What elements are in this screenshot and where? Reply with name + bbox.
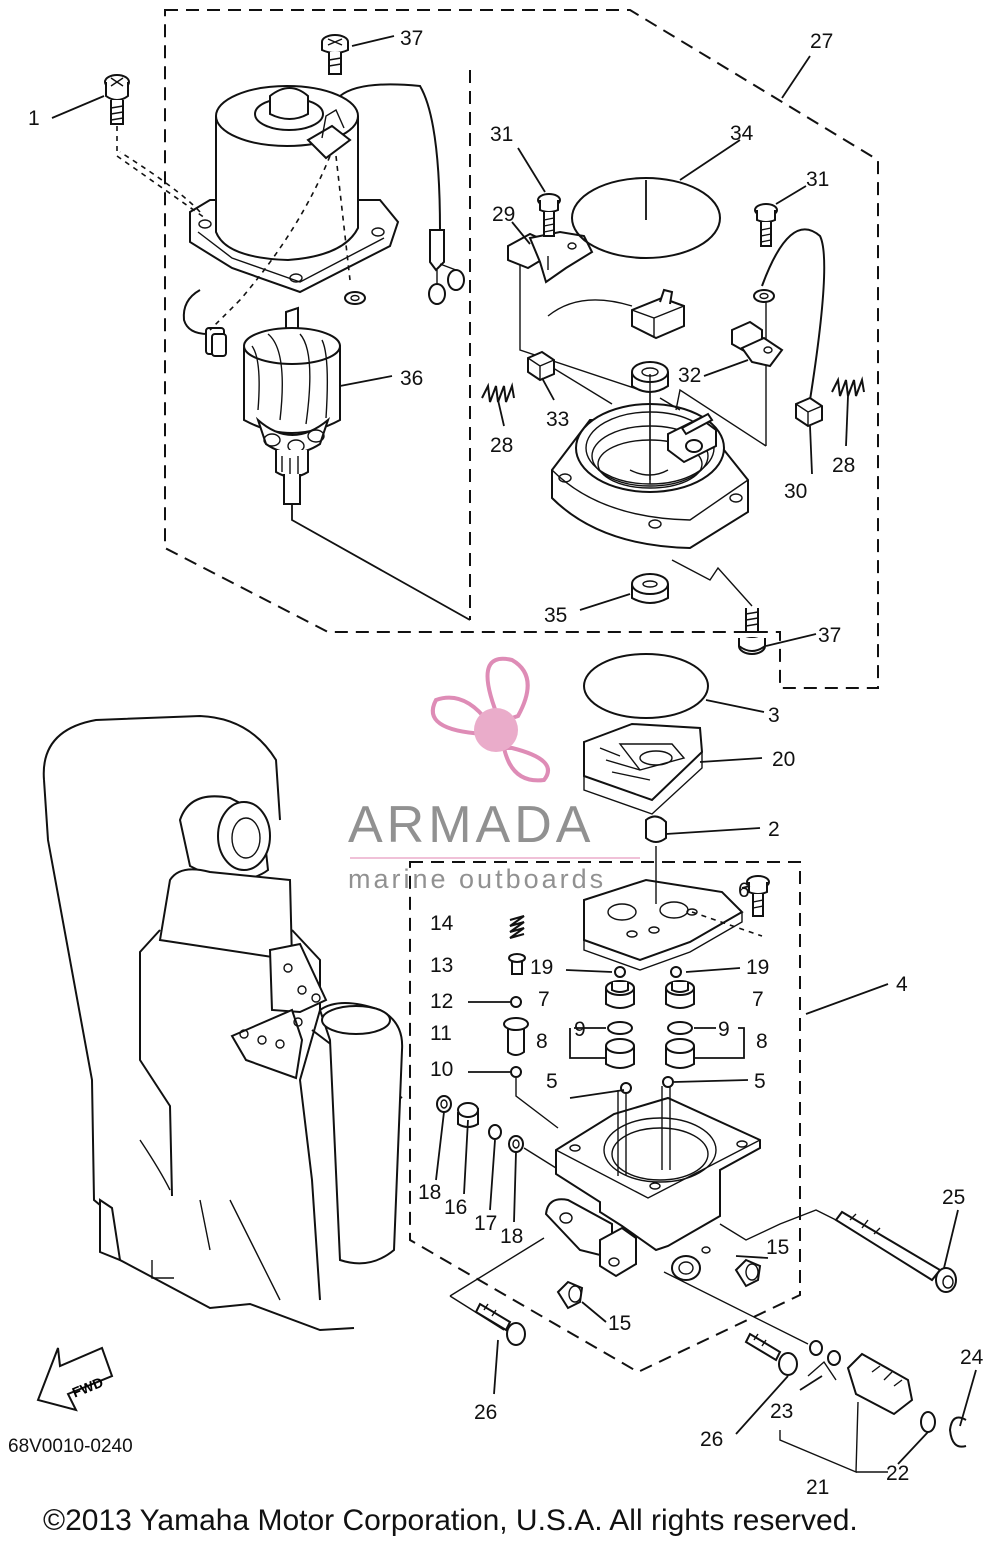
callout-11: 11	[430, 1022, 452, 1045]
callout-30: 30	[784, 480, 807, 503]
callout-26: 26	[700, 1428, 723, 1451]
callout-19: 19	[746, 956, 769, 979]
callout-18: 18	[500, 1225, 523, 1248]
motor-yoke	[119, 83, 465, 357]
callout-16: 16	[444, 1196, 467, 1219]
pump-body	[436, 860, 967, 1474]
diagram-code: 68V0010-0240	[8, 1436, 133, 1457]
armature	[243, 306, 471, 621]
propeller-logo	[430, 656, 550, 783]
callout-12: 12	[430, 990, 453, 1013]
callout-26: 26	[474, 1401, 497, 1424]
brush-holder-assembly	[481, 177, 865, 655]
callout-35: 35	[544, 604, 567, 627]
callout-23: 23	[770, 1400, 793, 1423]
bolt-1	[104, 74, 206, 219]
callout-15: 15	[608, 1312, 631, 1335]
callout-21: 21	[806, 1476, 829, 1499]
callout-9: 9	[718, 1018, 730, 1041]
callout-25: 25	[942, 1186, 965, 1209]
callout-14: 14	[430, 912, 454, 935]
screw-37-top	[321, 34, 349, 75]
callout-28: 28	[490, 434, 513, 457]
callout-1: 1	[28, 107, 40, 130]
callout-20: 20	[772, 748, 795, 771]
callout-2: 2	[768, 818, 780, 841]
pump-group-boundary	[409, 861, 801, 1374]
forward-direction-arrow: FWD	[36, 1346, 114, 1412]
callout-33: 33	[546, 408, 569, 431]
callout-32: 32	[678, 364, 701, 387]
group-boundary-lines	[164, 9, 879, 1374]
callout-36: 36	[400, 367, 423, 390]
armada-watermark: ARMADA marine outboards	[348, 656, 640, 894]
callout-37: 37	[818, 624, 841, 647]
callout-5: 5	[754, 1070, 766, 1093]
callout-6: 6	[738, 879, 750, 902]
watermark-brand: ARMADA	[348, 796, 594, 854]
callout-31: 31	[490, 123, 513, 146]
callout-31: 31	[806, 168, 829, 191]
callout-7: 7	[538, 988, 550, 1011]
callout-24: 24	[960, 1346, 984, 1369]
callout-7: 7	[752, 988, 764, 1011]
callout-28: 28	[832, 454, 855, 477]
callout-5: 5	[546, 1070, 558, 1093]
callout-34: 34	[730, 122, 754, 145]
callout-22: 22	[886, 1462, 909, 1485]
callout-27: 27	[810, 30, 833, 53]
callout-8: 8	[756, 1030, 768, 1053]
callout-9: 9	[574, 1018, 586, 1041]
callout-8: 8	[536, 1030, 548, 1053]
callout-17: 17	[474, 1212, 497, 1235]
copyright-notice: ©2013 Yamaha Motor Corporation, U.S.A. A…	[43, 1504, 858, 1537]
watermark-tagline: marine outboards	[348, 864, 606, 894]
filter-and-seal	[583, 653, 709, 860]
trim-cylinder-assembly	[42, 714, 404, 1332]
callout-3: 3	[768, 704, 780, 727]
callout-10: 10	[430, 1058, 453, 1081]
callout-4: 4	[896, 973, 908, 996]
callout-37: 37	[400, 27, 423, 50]
callout-19: 19	[530, 956, 553, 979]
callout-29: 29	[492, 203, 515, 226]
callout-13: 13	[430, 954, 453, 977]
callout-15: 15	[766, 1236, 789, 1259]
callout-18: 18	[418, 1181, 441, 1204]
callout-leaders	[51, 35, 977, 1465]
